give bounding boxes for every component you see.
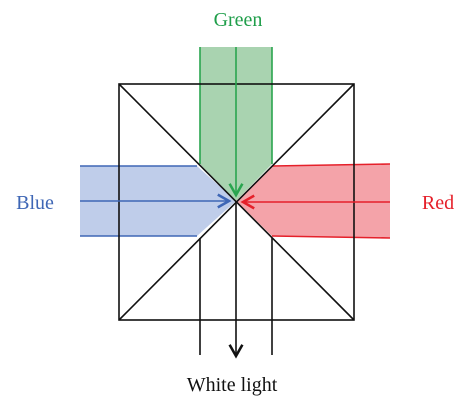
blue-label: Blue (16, 192, 54, 214)
red-beam-fill (236, 164, 390, 238)
green-beam-lines (199, 47, 273, 164)
output-beam-lines (199, 238, 273, 355)
blue-beam-lines (80, 165, 197, 237)
red-label: Red (422, 192, 454, 214)
green-label: Green (214, 9, 263, 31)
white-light-label: White light (187, 374, 278, 396)
red-beam-lines (271, 163, 391, 239)
